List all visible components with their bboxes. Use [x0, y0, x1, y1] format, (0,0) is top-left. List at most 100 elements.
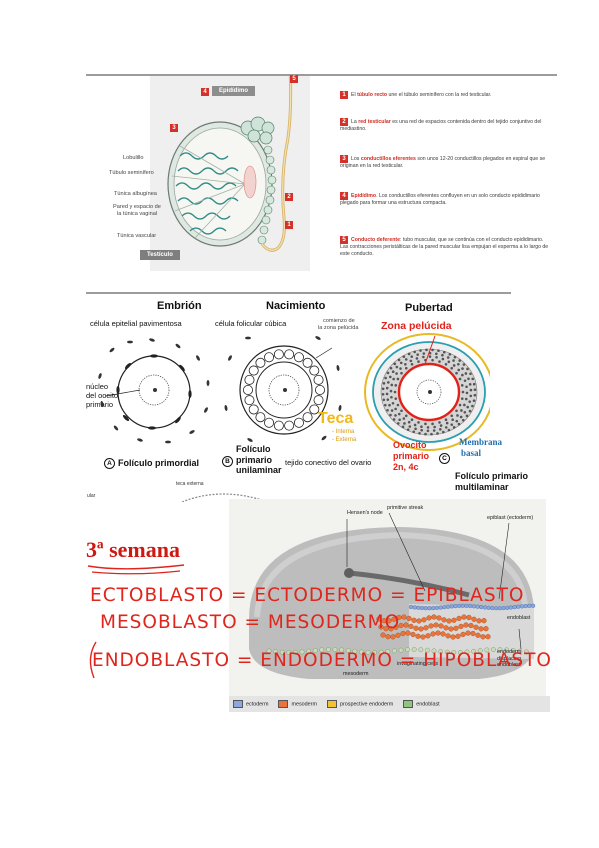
cell-dot	[430, 631, 436, 637]
cell-dot	[425, 633, 431, 639]
cell-dot	[484, 647, 490, 653]
cell-dot	[461, 373, 464, 377]
handwritten-mesoblasto: MESOBLASTO = MESODERMO	[100, 612, 401, 633]
foliculo-primordial-text: Folículo primordial	[118, 458, 200, 468]
cell-dot	[394, 407, 397, 411]
legend-prospective-endoderm-label: prospective endoderm	[339, 701, 394, 708]
badge-5: 5	[290, 75, 298, 83]
badge-3: 3	[170, 124, 178, 132]
label-celula-epitelial: célula epitelial pavimentosa	[90, 319, 182, 328]
cell-dot	[410, 418, 414, 422]
cell-dot	[372, 650, 378, 655]
cell-dot	[306, 648, 312, 654]
cell-dot	[481, 618, 487, 624]
label-comienzo-zona: comienzo de	[323, 318, 355, 324]
cell-dot	[438, 421, 441, 424]
cell-dot	[431, 358, 434, 362]
label-lobulillo: Lobulillo	[123, 155, 144, 161]
caption-ovocito: Ovocito primario 2n, 4c	[393, 440, 429, 473]
label-tiny-left: ular	[87, 493, 96, 499]
cell-dot	[388, 626, 394, 632]
cell-dot	[255, 412, 266, 423]
cell-dot	[433, 622, 439, 628]
cell-dot	[442, 350, 446, 354]
cell-dot	[464, 397, 468, 401]
cell-dot	[273, 420, 284, 431]
cell-dot	[448, 626, 454, 632]
cell-dot	[273, 349, 284, 360]
cell-dot	[397, 412, 401, 416]
cell-dot	[426, 426, 430, 429]
cell-dot	[403, 622, 409, 628]
endoderm-line1: endoderm	[497, 649, 522, 655]
cell-dot	[396, 422, 400, 425]
cell-dot	[473, 624, 479, 630]
cell-dot	[508, 605, 513, 610]
cell-dot	[463, 379, 467, 383]
cell-dot	[284, 349, 295, 360]
cell-dot	[424, 647, 430, 653]
cell-dot	[418, 647, 424, 653]
cell-dot	[458, 403, 462, 407]
cell-dot	[473, 388, 477, 392]
cell-dot	[434, 605, 439, 610]
cell-dot	[456, 414, 459, 417]
cell-dot	[266, 648, 272, 654]
stage-pubertad: Pubertad	[405, 302, 453, 314]
cell-dot	[436, 615, 442, 621]
label-nucleo: núcleo	[86, 382, 109, 391]
cell-dot	[398, 418, 401, 422]
cell-dot	[406, 428, 410, 431]
cell-dot	[461, 390, 465, 394]
cell-dot	[460, 409, 463, 412]
cell-dot	[431, 422, 434, 426]
cell-dot	[444, 426, 448, 429]
cell-dot	[398, 622, 404, 629]
cell-dot	[398, 647, 404, 653]
legend-pre: El	[351, 92, 358, 98]
label-endoblast: endoblast	[507, 615, 531, 621]
underline-scribble	[87, 564, 185, 575]
testiculo-tag: Testículo	[140, 250, 180, 260]
swatch-ectoderm	[233, 700, 243, 708]
legend-endoblast: endoblast	[403, 700, 440, 708]
cell-dot	[439, 424, 443, 427]
cell-dot	[248, 365, 259, 376]
cell-dot	[445, 421, 449, 425]
cell-dot	[420, 425, 423, 428]
legend-mesoderm-label: mesoderm	[291, 701, 317, 708]
cell-dot	[416, 353, 419, 356]
cell-dot	[386, 371, 390, 375]
epididimo-tag: Epidídimo	[212, 86, 255, 96]
legend-num: 1	[340, 91, 348, 99]
label-pared-espacio: Pared y espacio de	[113, 204, 161, 210]
cell-dot	[504, 647, 509, 653]
gastrulation-legend: ectoderm mesoderm prospective endoderm e…	[229, 696, 550, 712]
cell-dot	[441, 617, 447, 623]
label-tubulo-seminifero: Túbulo seminífero	[109, 170, 154, 176]
cell-dot	[451, 418, 454, 421]
cell-dot	[468, 409, 472, 413]
label-tunica-vaginal: la túnica vaginal	[117, 211, 158, 217]
cell-dot	[420, 605, 425, 611]
cell-dot	[418, 626, 424, 632]
cell-dot	[385, 649, 391, 655]
multi-line1: Folículo primario	[455, 471, 529, 481]
legend-num: 2	[340, 118, 348, 126]
cell-dot	[435, 630, 441, 636]
legend-desc: : tubo muscular, que se continúa con el …	[340, 237, 549, 257]
cell-dot	[460, 631, 466, 638]
cell-dot	[394, 384, 398, 387]
cell-dot	[444, 362, 448, 366]
testis-illustration	[150, 76, 310, 271]
cell-dot	[465, 391, 469, 395]
cell-dot	[382, 398, 386, 402]
cell-dot	[486, 605, 491, 610]
label-nucleo-3: primario	[86, 400, 114, 409]
cell-dot	[451, 650, 457, 655]
cell-dot	[428, 623, 434, 629]
cell-dot	[409, 359, 413, 363]
